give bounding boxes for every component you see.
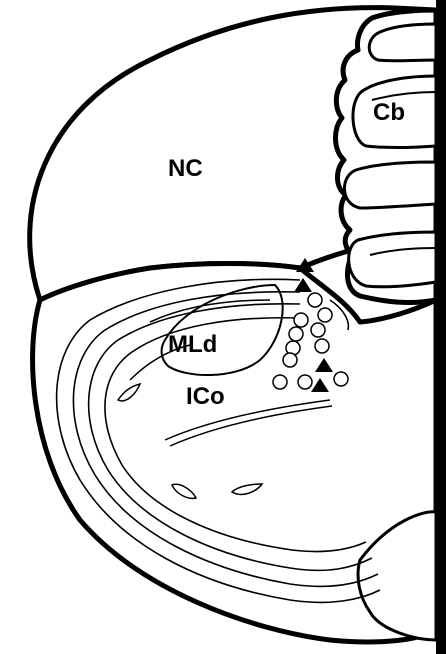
circle-marker bbox=[298, 375, 312, 389]
cerebellum-folium-4 bbox=[349, 232, 436, 287]
label-mld: MLd bbox=[168, 331, 217, 358]
label-ico: ICo bbox=[186, 383, 225, 410]
label-cb: Cb bbox=[373, 99, 405, 126]
circle-marker bbox=[294, 313, 308, 327]
circle-marker bbox=[311, 323, 325, 337]
circle-marker bbox=[308, 293, 322, 307]
circle-marker bbox=[273, 375, 287, 389]
cerebellum-folium-3 bbox=[344, 162, 436, 208]
label-nc: NC bbox=[168, 155, 203, 182]
cerebellum-group bbox=[335, 10, 436, 303]
circle-marker bbox=[283, 353, 297, 367]
circle-marker bbox=[334, 372, 348, 386]
circle-marker bbox=[289, 327, 303, 341]
circle-marker bbox=[315, 339, 329, 353]
circle-marker bbox=[318, 308, 332, 322]
